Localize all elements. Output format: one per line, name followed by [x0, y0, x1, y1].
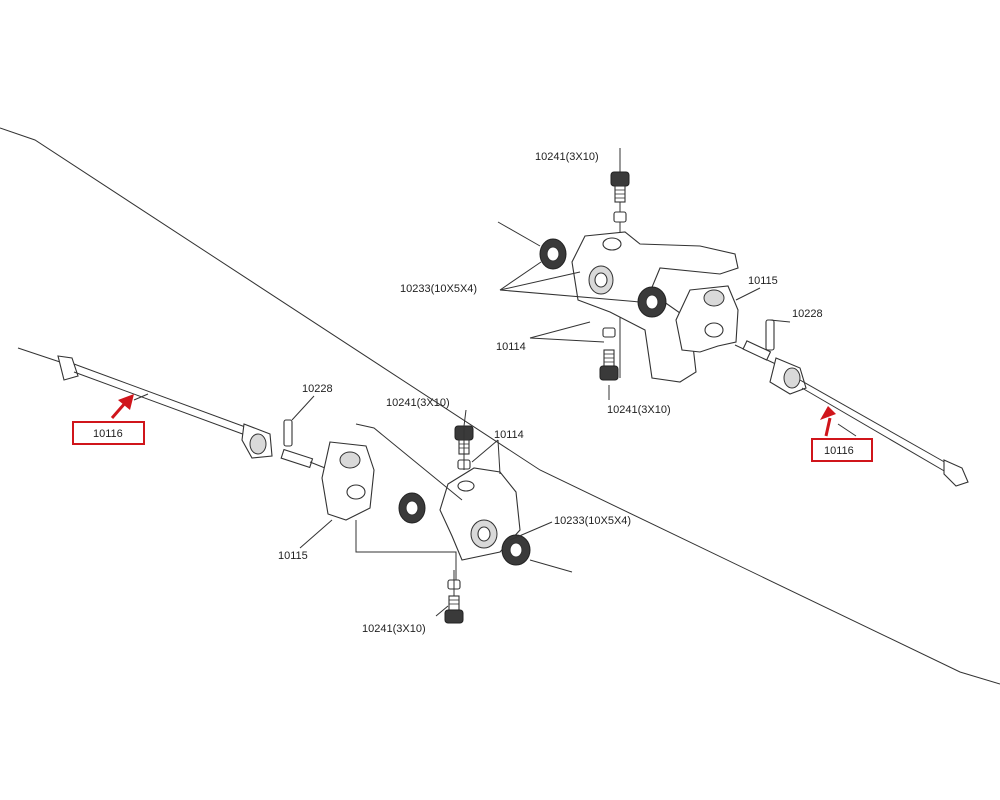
upper-driveshaft-highlight-box: [811, 438, 873, 462]
upper-bearing-left: [539, 238, 567, 270]
label-upper-bearing: 10233(10X5X4): [400, 283, 477, 295]
upper-driveshaft: [734, 340, 969, 487]
upper-washer: [613, 211, 627, 223]
label-upper-carrier: 10114: [496, 341, 526, 353]
lower-arrow-icon: [110, 394, 134, 419]
label-upper-screw-bottom: 10241(3X10): [607, 404, 671, 416]
label-lower-knuckle: 10115: [278, 550, 308, 562]
lower-bearing-right: [501, 534, 531, 566]
upper-top-screw: [610, 171, 630, 203]
lower-bottom-screw: [444, 595, 464, 624]
label-upper-screw-top: 10241(3X10): [535, 151, 599, 163]
label-lower-carrier: 10114: [494, 429, 524, 441]
label-lower-bearing: 10233(10X5X4): [554, 515, 631, 527]
lower-driveshaft: [17, 347, 331, 471]
upper-pin: [765, 319, 791, 351]
lower-knuckle: [321, 441, 375, 521]
upper-assembly: 10241(3X10) 10233(10X5X4) 10115 10228 10…: [400, 148, 969, 487]
label-upper-driveshaft: 10116: [824, 445, 854, 457]
upper-bottom-screw: [599, 349, 619, 381]
label-lower-pin: 10228: [302, 383, 333, 395]
label-lower-driveshaft: 10116: [93, 428, 123, 440]
upper-bearing-right: [637, 286, 667, 318]
lower-assembly: 10228 10241(3X10) 10114 10233(10X5X4) 10…: [17, 347, 631, 635]
lower-pin: [283, 419, 293, 447]
label-lower-screw-top: 10241(3X10): [386, 397, 450, 409]
label-upper-pin: 10228: [792, 308, 823, 320]
label-lower-screw-bottom: 10241(3X10): [362, 623, 426, 635]
divider-line: [0, 127, 1000, 685]
lower-driveshaft-highlight-box: [72, 421, 145, 445]
label-upper-knuckle: 10115: [748, 275, 778, 287]
upper-arrow-icon: [820, 406, 836, 437]
lower-bearing-left: [398, 492, 426, 524]
